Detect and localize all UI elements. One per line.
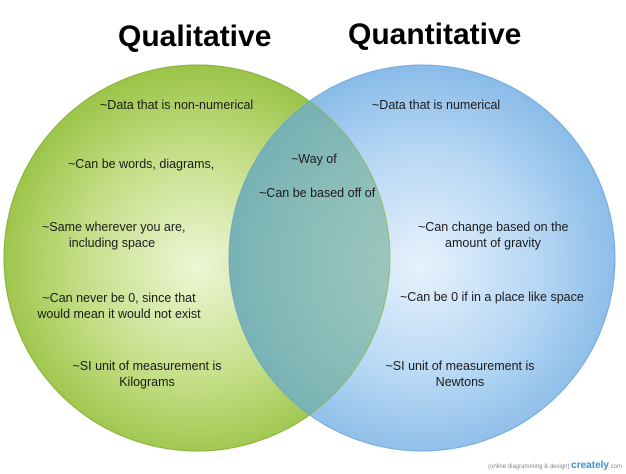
left-item-3: ~Same wherever you are, including space: [42, 220, 186, 250]
brand-logo: creately: [571, 460, 609, 471]
overlap-item-2: ~Can be based off of: [259, 186, 376, 200]
left-set-title: Qualitative: [118, 20, 272, 53]
right-item-3: ~Can be 0 if in a place like space: [400, 290, 584, 304]
right-item-2: ~Can change based on the amount of gravi…: [418, 220, 569, 250]
left-item-1: ~Data that is non-numerical: [100, 98, 254, 112]
left-item-2: ~Can be words, diagrams,: [68, 157, 215, 171]
left-item-5: ~SI unit of measurement is Kilograms: [72, 359, 222, 389]
overlap-item-1: ~Way of: [291, 152, 337, 166]
right-item-4: ~SI unit of measurement is Newtons: [385, 359, 535, 389]
left-item-4: ~Can never be 0, since that would mean i…: [37, 291, 201, 321]
right-set-title: Quantitative: [348, 18, 522, 51]
overlap-region: [229, 65, 390, 451]
watermark: (online diagramming & design) creately.c…: [488, 460, 622, 471]
right-item-1: ~Data that is numerical: [372, 98, 501, 112]
